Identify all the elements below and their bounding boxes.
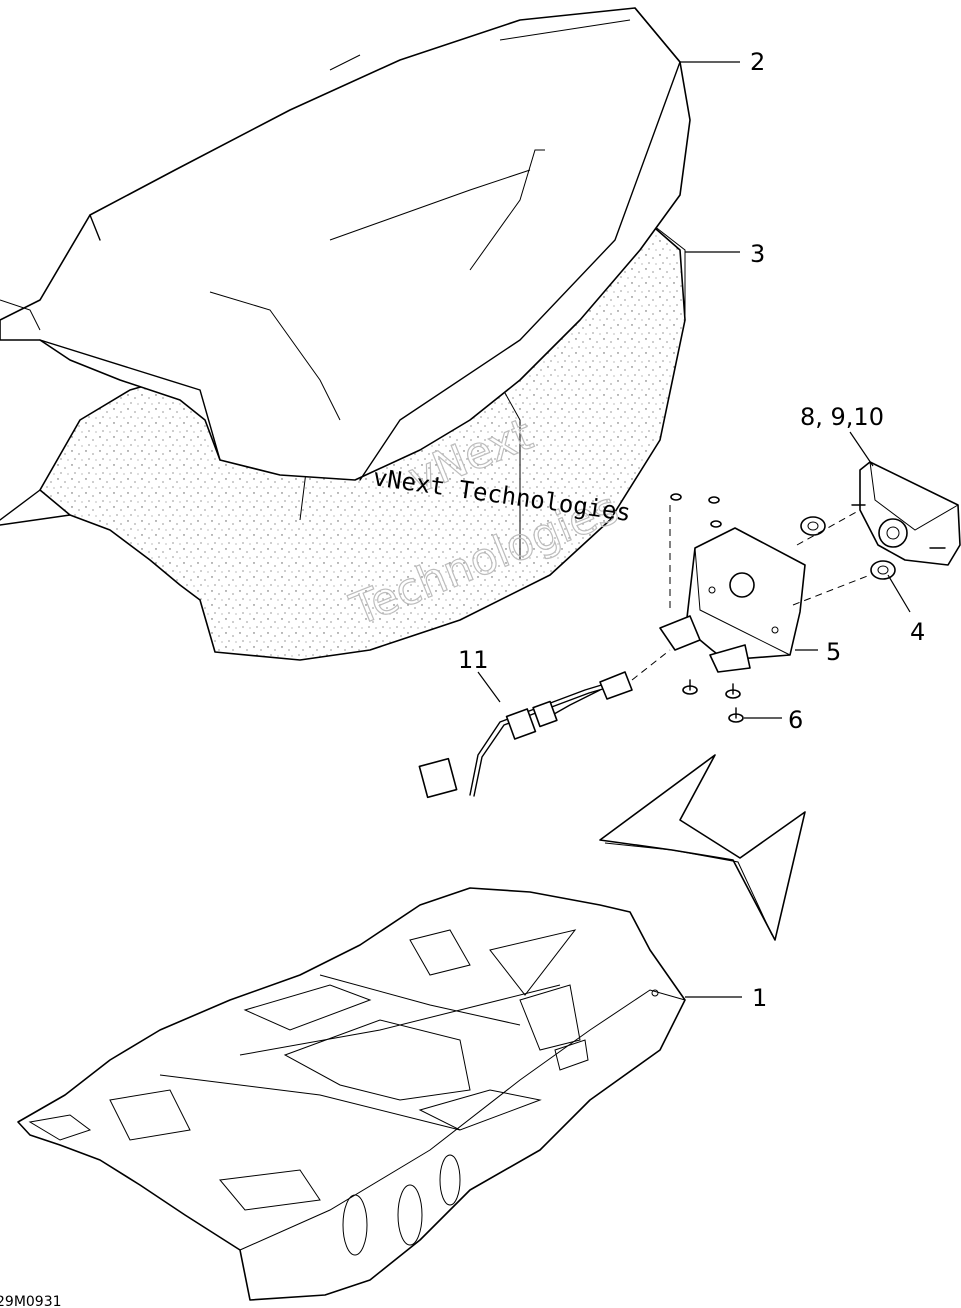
- seat-cover: [0, 7, 691, 481]
- callout-1: 1: [752, 984, 767, 1012]
- wiring-harness: [418, 671, 633, 799]
- drawing-code: 29M0931: [0, 1294, 62, 1308]
- callout-2: 2: [750, 48, 765, 76]
- callout-5: 5: [826, 638, 841, 666]
- callout-3: 3: [750, 240, 765, 268]
- callout-6: 6: [788, 706, 803, 734]
- grommets: [670, 493, 896, 580]
- callout-11: 11: [458, 646, 489, 674]
- screws: [682, 679, 744, 723]
- tail-light: [851, 461, 961, 566]
- callout-labels: 2 3 8, 9,10 4 5 6 11 1 29M0931: [0, 48, 925, 1308]
- assembly-lines: [631, 505, 871, 681]
- callout-8-9-10: 8, 9,10: [800, 403, 884, 431]
- leader-lines: [477, 61, 911, 998]
- seat-base: [17, 887, 686, 1301]
- callout-4: 4: [910, 618, 925, 646]
- trim-strip: [599, 754, 806, 941]
- light-bracket: [659, 527, 806, 673]
